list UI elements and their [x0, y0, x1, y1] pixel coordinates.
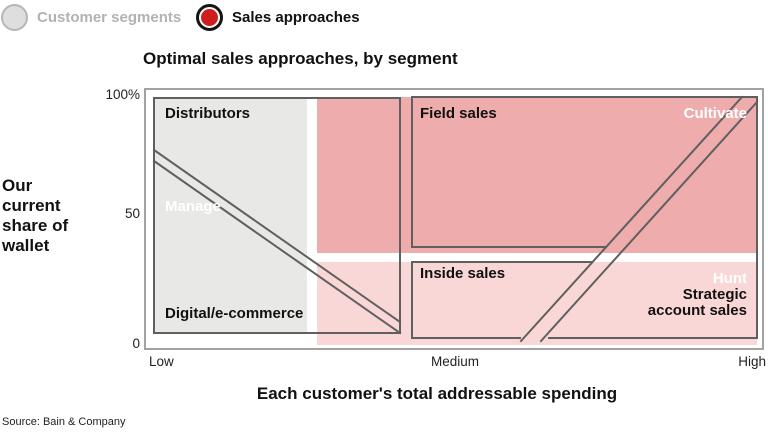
region-label-manage: Manage: [165, 198, 221, 215]
radio-red-dot: [201, 8, 218, 26]
toggle-sales-approaches-label: Sales approaches: [232, 8, 360, 26]
hunt-band-line-left: [519, 95, 744, 343]
x-tick-medium: Medium: [430, 354, 479, 369]
region-label-hunt: Hunt: [712, 270, 747, 287]
field-sales-left-top-border: [411, 96, 758, 248]
manage-band-line-upper: [152, 148, 402, 324]
manage-band-line-lower: [152, 159, 402, 335]
region-label-field-sales: Field sales: [420, 105, 497, 122]
segment-dark-pink-region: [317, 97, 757, 253]
y-tick-0: 0: [132, 336, 140, 351]
chart-title: Optimal sales approaches, by segment: [143, 49, 458, 68]
toggle-customer-segments-label: Customer segments: [37, 8, 182, 26]
y-tick-100: 100%: [105, 87, 140, 102]
radio-unselected-icon: [1, 3, 28, 31]
radio-selected-icon: [196, 3, 223, 31]
segment-light-pink-region: [317, 262, 757, 345]
region-label-inside-sales: Inside sales: [420, 265, 506, 282]
toggle-customer-segments[interactable]: Customer segments: [1, 3, 181, 31]
source-note: Source: Bain & Company: [2, 416, 126, 428]
x-tick-high: High: [738, 354, 766, 369]
y-tick-50: 50: [124, 206, 140, 221]
toggle-sales-approaches[interactable]: Sales approaches: [196, 3, 360, 31]
region-label-cultivate: Cultivate: [683, 105, 747, 122]
y-axis-title: Our current share of wallet: [2, 176, 69, 255]
region-label-strategic-account-sales: Strategic account sales: [647, 286, 747, 319]
x-tick-low: Low: [149, 354, 174, 369]
distributors-box-outline: [153, 97, 401, 334]
x-axis-title: Each customer's total addressable spendi…: [256, 384, 618, 403]
hunt-band-line-right: [539, 100, 759, 343]
region-label-digital-ecommerce: Digital/e-commerce: [165, 305, 304, 322]
region-label-distributors: Distributors: [165, 105, 251, 122]
inside-sales-left-top-border: [411, 261, 593, 339]
